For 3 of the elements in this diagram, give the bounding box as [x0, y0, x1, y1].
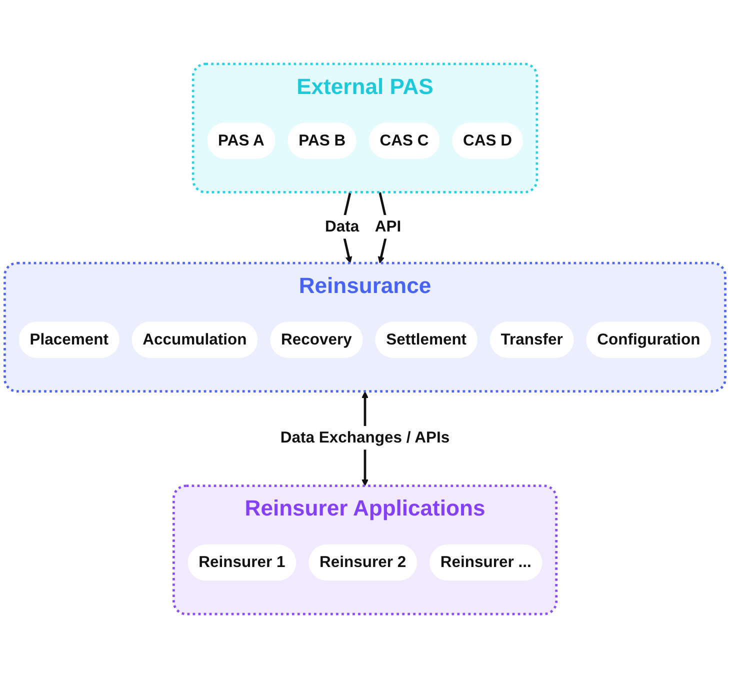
edge-label: API: [374, 218, 402, 236]
edge-label: Data Exchanges / APIs: [280, 429, 450, 446]
edge-label: Data: [324, 218, 360, 236]
